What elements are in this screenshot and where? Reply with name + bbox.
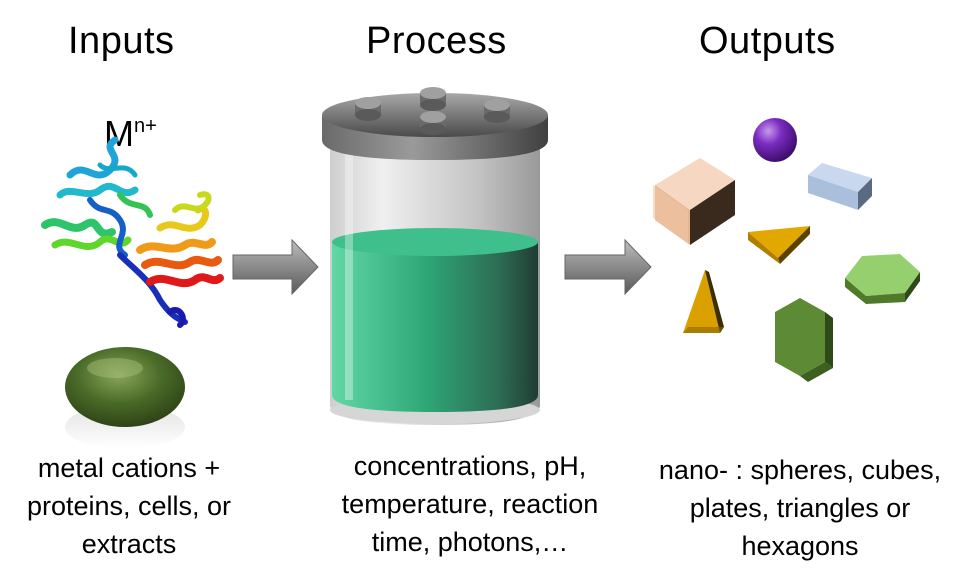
nanocube bbox=[653, 158, 735, 245]
nanohexagon-upright bbox=[775, 298, 833, 382]
process-caption-line: temperature, reaction bbox=[341, 489, 599, 519]
arrow-inputs-to-process bbox=[232, 238, 319, 296]
cell-blob bbox=[65, 347, 185, 449]
process-heading: Process bbox=[366, 20, 507, 62]
inputs-caption-line: metal cations + bbox=[37, 453, 221, 483]
outputs-caption-line: nano- : spheres, cubes, bbox=[658, 455, 942, 485]
inputs-caption: metal cations + proteins, cells, or extr… bbox=[18, 449, 240, 563]
reaction-jar bbox=[322, 87, 548, 425]
protein-ribbon bbox=[41, 136, 224, 328]
lid-knobs bbox=[355, 87, 510, 135]
process-caption-line: time, photons,… bbox=[371, 527, 569, 557]
nanohexagon-flat bbox=[845, 254, 920, 304]
nanotriangle-flat bbox=[748, 226, 810, 264]
inputs-caption-line: extracts bbox=[81, 529, 177, 559]
outputs-caption: nano- : spheres, cubes, plates, triangle… bbox=[641, 451, 959, 565]
process-caption-line: concentrations, pH, bbox=[353, 451, 587, 481]
nanoplate bbox=[808, 163, 872, 210]
outputs-heading: Outputs bbox=[699, 20, 836, 62]
nanotriangle-upright bbox=[683, 270, 724, 333]
ion-charge: n+ bbox=[134, 115, 157, 137]
nanosphere bbox=[753, 118, 797, 162]
process-caption: concentrations, pH, temperature, reactio… bbox=[320, 447, 620, 561]
inputs-caption-line: proteins, cells, or bbox=[26, 491, 232, 521]
inputs-heading: Inputs bbox=[68, 20, 175, 62]
arrow-process-to-outputs bbox=[564, 238, 652, 296]
outputs-caption-line: plates, triangles or bbox=[689, 493, 911, 523]
outputs-caption-line: hexagons bbox=[741, 531, 859, 561]
